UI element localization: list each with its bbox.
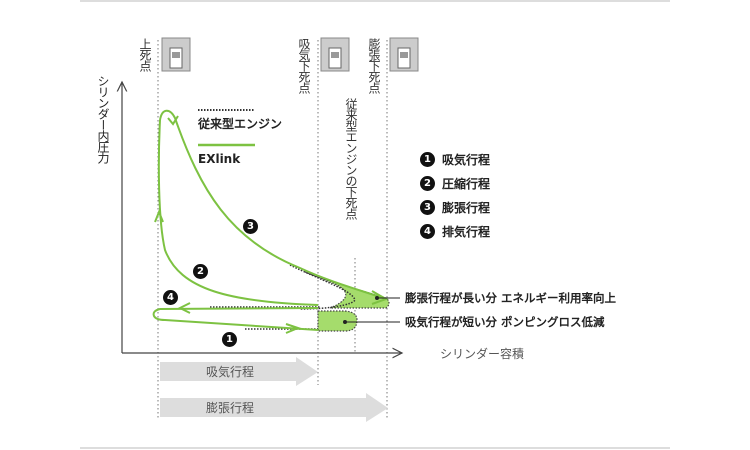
- stroke-label-intake: 吸気行程: [442, 153, 491, 167]
- y-axis-label: シリンダー内圧力: [96, 75, 110, 163]
- annotation-expansion-gain: 膨張行程が長い分 エネルギー利用率向上: [405, 291, 617, 305]
- expansion-stroke-bar: [160, 393, 388, 422]
- exhaust-intake-curve: [152, 307, 319, 331]
- tdc-label: 上死点: [138, 38, 152, 71]
- curve-marker-3: 3: [243, 219, 258, 234]
- stroke-label-expansion: 膨張行程: [442, 201, 491, 215]
- conventional-bdc-label: 従来型エンジンの下死点: [344, 98, 358, 219]
- stroke-label-exhaust: 排気行程: [442, 225, 491, 239]
- curve-marker-4: 4: [163, 290, 178, 305]
- annotation-pumping-loss: 吸気行程が短い分 ポンピングロス低減: [405, 315, 605, 329]
- legend-conventional: 従来型エンジン: [198, 117, 283, 131]
- curve-marker-1: 1: [222, 332, 237, 347]
- exlink-cycle: [152, 109, 389, 334]
- expansion-bdc-label: 膨張下死点: [367, 38, 381, 93]
- engine-icon-intake-bdc: [320, 37, 350, 72]
- intake-bar-label: 吸気行程: [206, 365, 255, 379]
- pumping-loss-area: [317, 310, 358, 332]
- compression-curve: [157, 119, 319, 306]
- x-axis-label: シリンダー容積: [440, 347, 525, 361]
- stroke-number-3: 3: [420, 200, 435, 215]
- engine-icon-tdc: [161, 37, 191, 72]
- stroke-number-2: 2: [420, 176, 435, 191]
- curve-marker-2: 2: [193, 264, 208, 279]
- conventional-curve: [289, 264, 356, 310]
- stroke-label-compression: 圧縮行程: [442, 177, 491, 191]
- legend-exlink: EXlink: [198, 152, 241, 166]
- expansion-bar-label: 膨張行程: [206, 401, 255, 415]
- stroke-number-1: 1: [420, 152, 435, 167]
- intake-stroke-bar: [160, 357, 318, 386]
- stroke-number-4: 4: [420, 224, 435, 239]
- intake-bdc-label: 吸気下死点: [297, 38, 311, 93]
- expansion-curve: [159, 109, 387, 300]
- engine-icon-expansion-bdc: [389, 37, 419, 72]
